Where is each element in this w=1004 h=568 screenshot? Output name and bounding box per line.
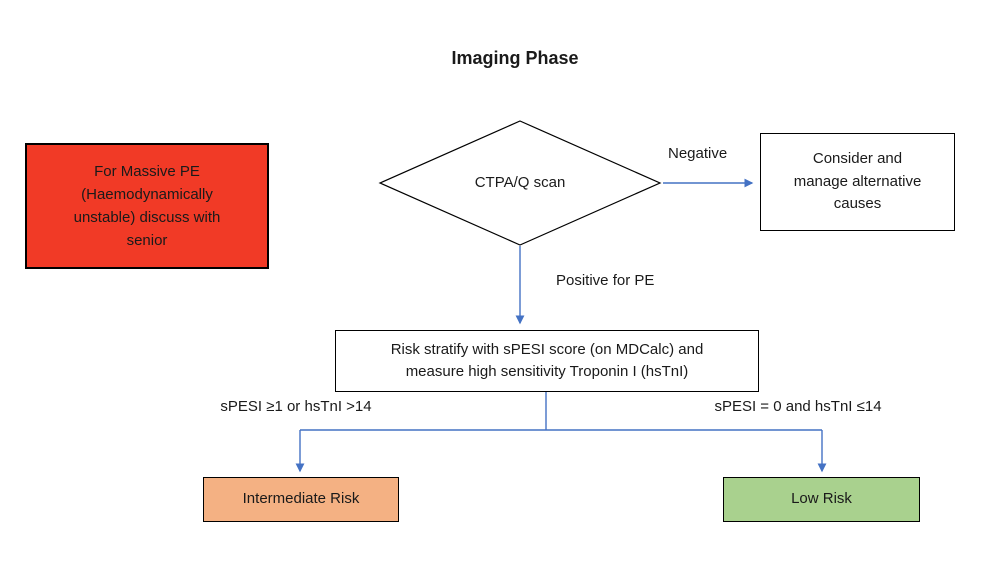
massive-pe-warning-text: For Massive PE (Haemodynamically unstabl… [74,160,221,253]
edge-label-positive: Positive for PE [556,272,655,289]
massive-pe-line: unstable) discuss with [73,209,221,226]
edge-label-low-criteria: sPESI = 0 and hsTnI ≤14 [714,398,882,415]
massive-pe-line: (Haemodynamically [81,185,213,203]
risk-stratify-box: Risk stratify with sPESI score (on MDCal… [335,330,759,392]
intermediate-risk-text: Intermediate Risk [242,490,360,508]
alternative-causes-box: Consider and manage alternative causes [760,133,955,231]
risk-stratify-text: Risk stratify with sPESI score (on MDCal… [391,339,704,384]
alt-causes-line: manage alternative [793,172,922,190]
alt-causes-line: Consider and [812,150,903,168]
page-title: Imaging Phase [451,48,579,68]
massive-pe-warning-box: For Massive PE (Haemodynamically unstabl… [25,143,269,269]
low-risk-text: Low Risk [791,490,852,508]
ctpa-scan-text: CTPA/Q scan [474,173,566,191]
risk-stratify-line: measure high sensitivity Troponin I (hsT… [405,363,689,380]
alternative-causes-text: Consider and manage alternative causes [794,148,922,216]
ctpa-scan-decision-label: CTPA/Q scan [380,121,660,245]
alt-causes-line: causes [833,195,882,213]
massive-pe-line: senior [126,232,168,250]
intermediate-risk-box: Intermediate Risk [203,477,399,522]
edge-label-intermediate-criteria: sPESI ≥1 or hsTnI >14 [220,398,372,415]
massive-pe-line: For Massive PE [94,162,200,180]
low-risk-box: Low Risk [723,477,920,522]
edge-label-negative: Negative [668,145,728,162]
risk-stratify-line: Risk stratify with sPESI score (on MDCal… [390,340,704,358]
